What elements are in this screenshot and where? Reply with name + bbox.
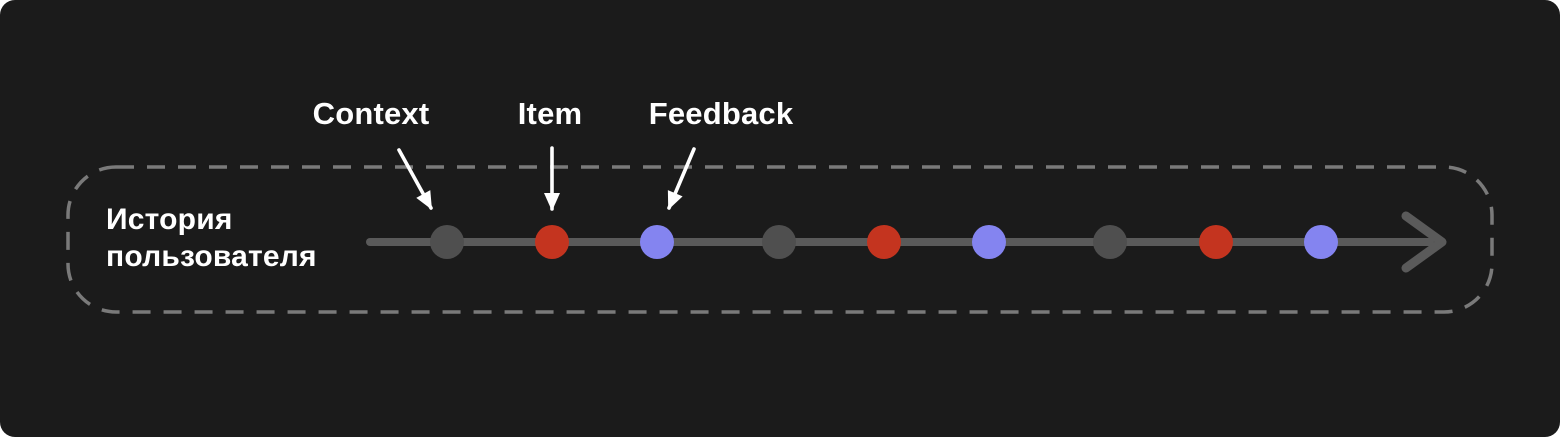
timeline-arrow-icon bbox=[1401, 211, 1447, 273]
event-dot-feedback bbox=[972, 225, 1006, 259]
history-dashed-border bbox=[66, 165, 1494, 314]
user-history-title: История пользователя bbox=[106, 203, 317, 273]
event-dot-context bbox=[762, 225, 796, 259]
annotation-arrows bbox=[397, 146, 696, 211]
context-label: Context bbox=[312, 96, 430, 131]
event-dot-item bbox=[1199, 225, 1233, 259]
event-dots bbox=[430, 225, 1338, 259]
event-dot-context bbox=[430, 225, 464, 259]
event-dot-feedback bbox=[1304, 225, 1338, 259]
feedback-arrow-icon bbox=[667, 147, 696, 210]
item-label: Item bbox=[517, 96, 583, 131]
event-dot-feedback bbox=[640, 225, 674, 259]
context-arrow-icon bbox=[397, 148, 433, 210]
event-dot-context bbox=[1093, 225, 1127, 259]
event-dot-item bbox=[535, 225, 569, 259]
feedback-label: Feedback bbox=[648, 96, 794, 131]
event-dot-item bbox=[867, 225, 901, 259]
